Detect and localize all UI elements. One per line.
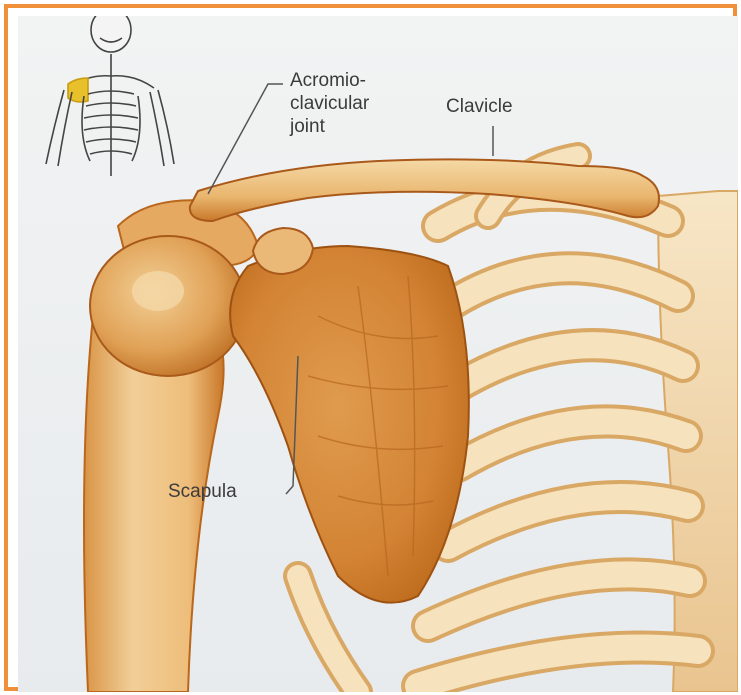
acromioclavicular-label-line2: clavicular [290, 93, 369, 115]
clavicle-label: Clavicle [446, 96, 513, 118]
coracoid-process [253, 228, 313, 274]
acromioclavicular-label-line1: Acromio- [290, 70, 366, 92]
acromioclavicular-label-line3: joint [290, 116, 325, 138]
shoulder-diagram [18, 16, 738, 692]
scapula-label: Scapula [168, 481, 237, 503]
anatomy-illustration: Acromio- clavicular joint Clavicle Scapu… [18, 16, 738, 692]
humeral-head-highlight [132, 271, 184, 311]
